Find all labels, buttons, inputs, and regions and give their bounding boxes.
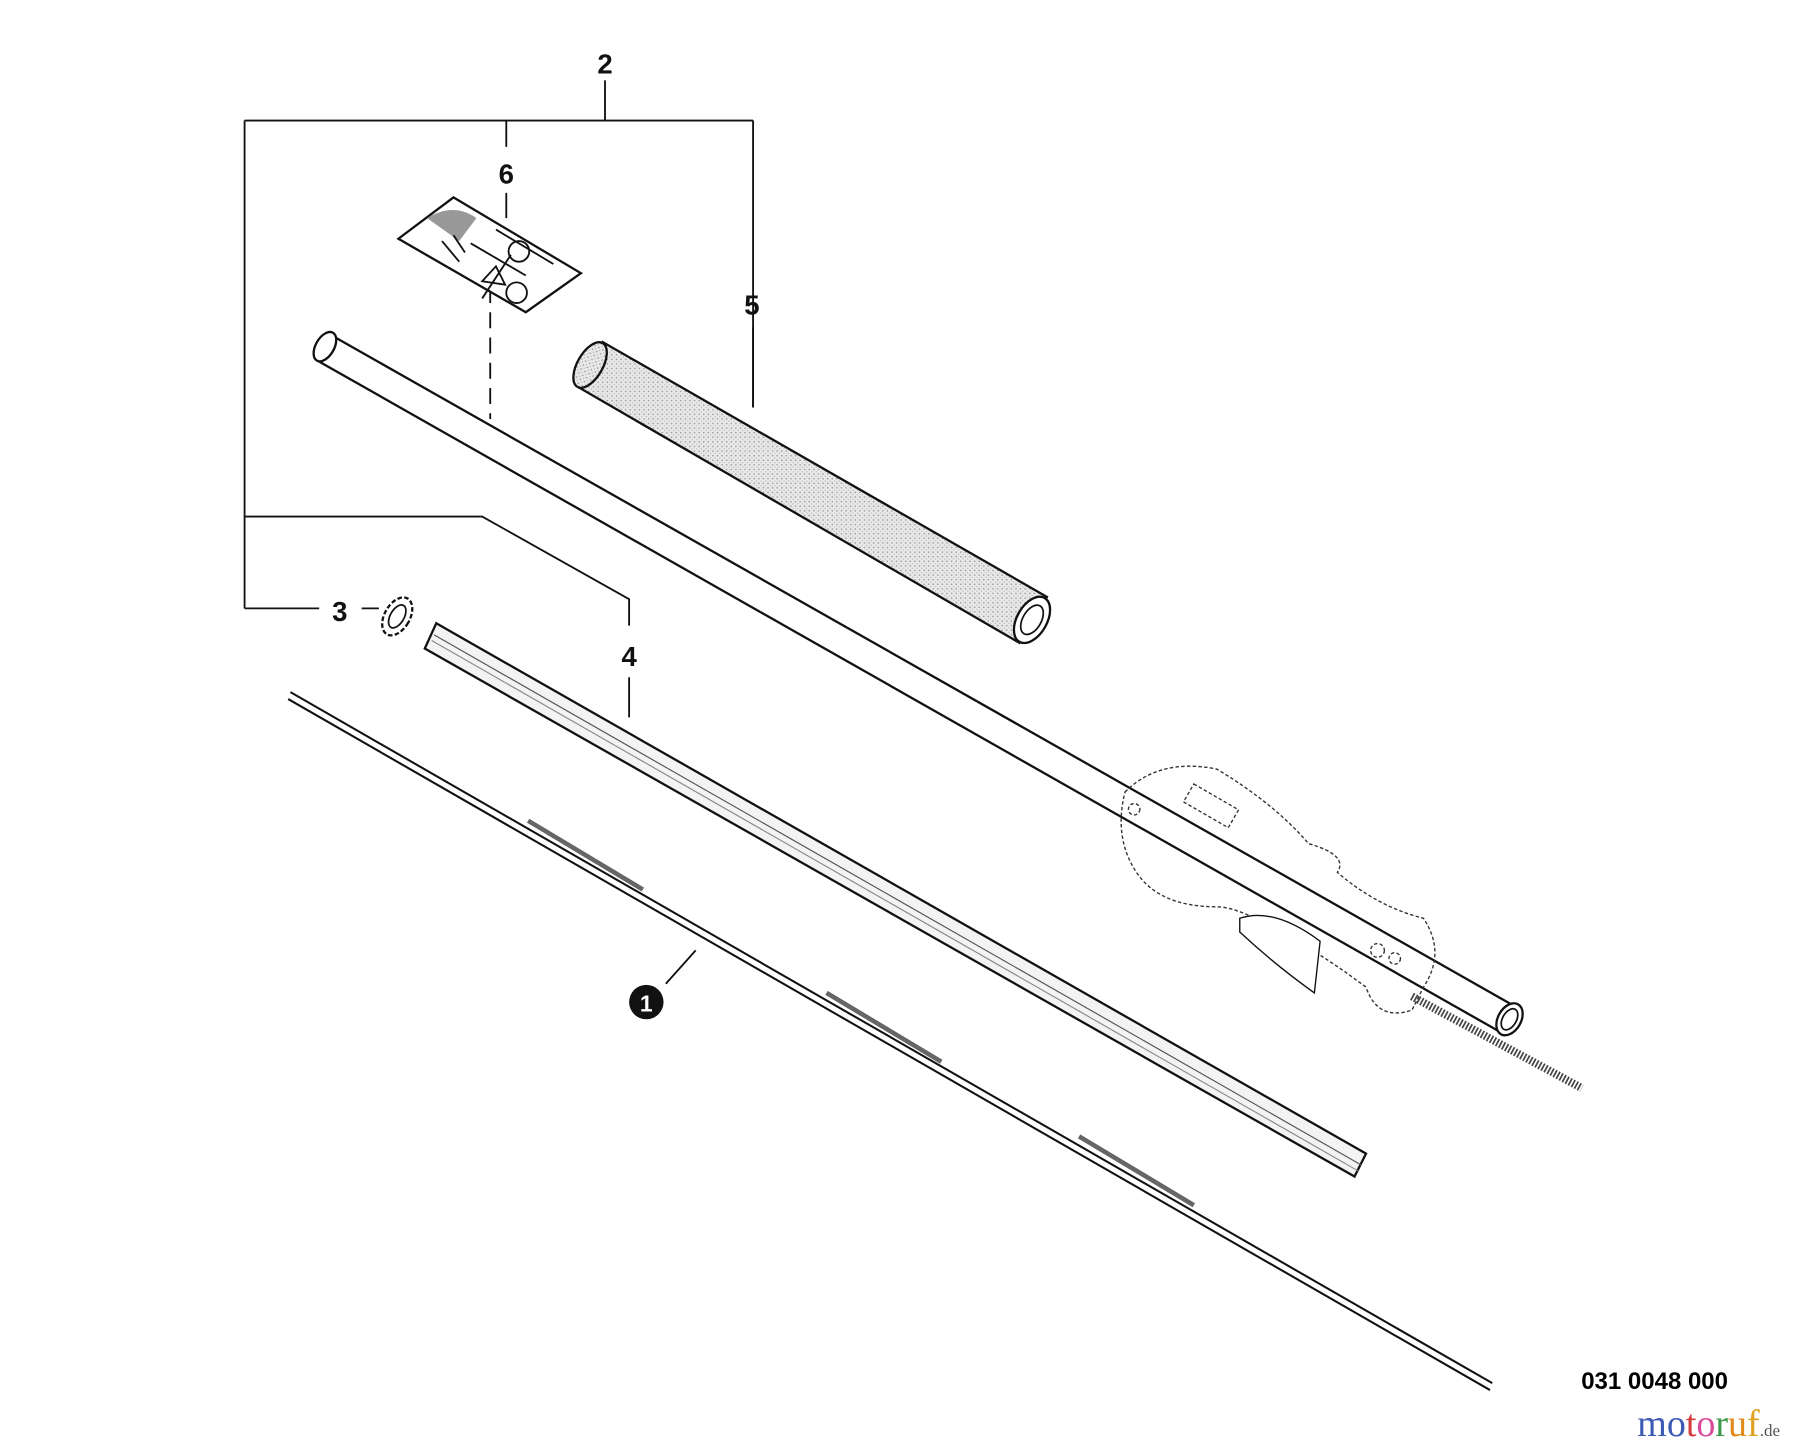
- drive-shaft: [287, 691, 1493, 1391]
- motoruf-watermark: motoruf.de: [1637, 1402, 1780, 1444]
- callout-1: 1: [640, 990, 653, 1016]
- callout-2: 2: [597, 48, 612, 79]
- watermark-letter: r: [1715, 1403, 1729, 1444]
- watermark-letter: m: [1637, 1403, 1667, 1444]
- bracket-lines: [243, 80, 754, 985]
- watermark-letter: t: [1685, 1403, 1697, 1444]
- washer: [381, 596, 414, 637]
- callout-4: 4: [621, 641, 637, 672]
- callout-6: 6: [499, 159, 514, 190]
- watermark-letter: f: [1747, 1403, 1760, 1444]
- drive-liner: [423, 621, 1368, 1179]
- throttle-handle: [1120, 765, 1436, 1014]
- callout-5: 5: [744, 290, 759, 321]
- main-tube: [312, 330, 1524, 1037]
- watermark-suffix: .de: [1759, 1421, 1780, 1440]
- part-number: 031 0048 000: [1581, 1368, 1728, 1395]
- foam-grip: [572, 340, 1052, 645]
- throttle-trigger: [1239, 914, 1321, 995]
- warning-decal: [396, 196, 584, 314]
- watermark-letter: o: [1696, 1403, 1716, 1444]
- callout-3: 3: [332, 596, 347, 627]
- callout-1-badge: 1: [629, 984, 664, 1020]
- watermark-letter: o: [1666, 1403, 1686, 1444]
- watermark-letter: u: [1728, 1403, 1748, 1444]
- cable-spring: [1410, 992, 1584, 1092]
